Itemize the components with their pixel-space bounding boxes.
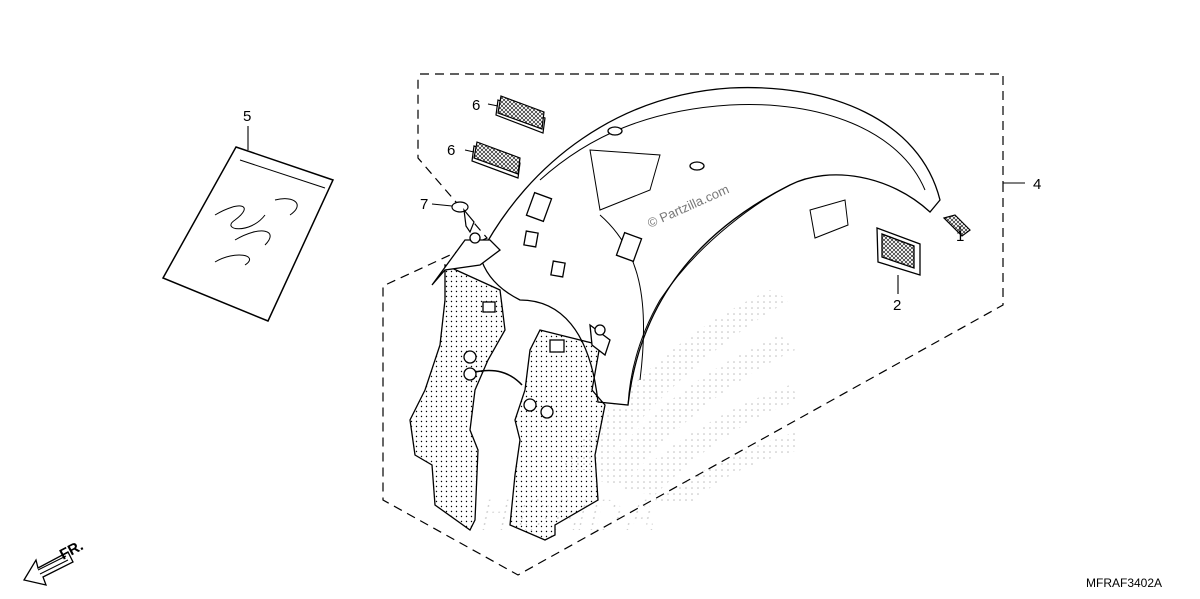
callout-7: 7 — [420, 196, 428, 213]
left-mud-flap — [409, 232, 506, 531]
part-1-clip — [942, 214, 971, 237]
leader-lines — [247, 103, 1025, 294]
assembly-bracket — [382, 73, 1004, 576]
harness-wire — [474, 369, 523, 386]
part-5-plastic-bag — [161, 146, 335, 322]
part-7-push-clip — [451, 201, 475, 234]
right-mud-flap — [509, 323, 611, 541]
callout-6-lower: 6 — [447, 142, 455, 159]
callout-4: 4 — [1033, 176, 1041, 193]
diagram-code: MFRAF3402A — [1086, 576, 1162, 590]
callout-2: 2 — [893, 297, 901, 314]
part-6a-reflector-pad — [495, 95, 546, 134]
part-6b-reflector-pad — [471, 141, 521, 179]
front-direction-arrow — [22, 551, 74, 586]
callout-1: 1 — [956, 228, 964, 245]
rear-fender — [479, 86, 941, 406]
part-2-reflector — [876, 227, 921, 276]
callout-5: 5 — [243, 108, 251, 125]
callout-6-upper: 6 — [472, 97, 480, 114]
